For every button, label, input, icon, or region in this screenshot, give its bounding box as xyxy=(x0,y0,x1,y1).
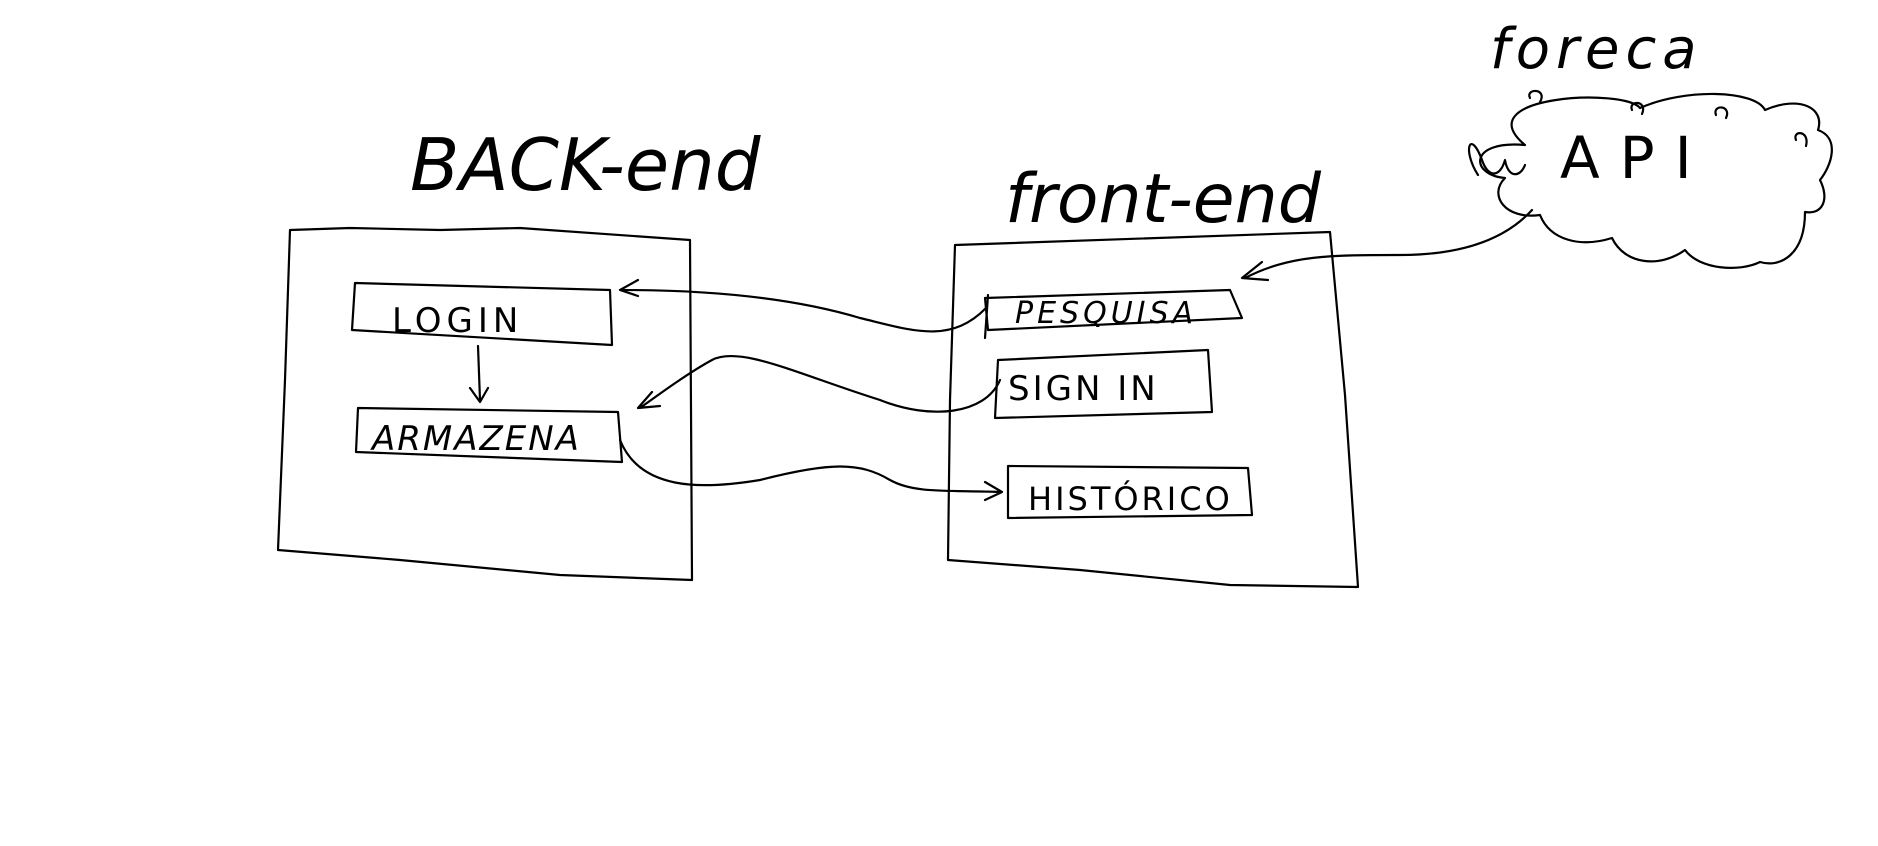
foreca-api-group: foreca API xyxy=(1467,17,1833,269)
pesquisa-label: PESQUISA xyxy=(1015,296,1197,331)
historico-box: HISTÓRICO xyxy=(1006,464,1254,520)
backend-container xyxy=(276,226,694,582)
connectors xyxy=(618,208,1534,502)
cloud-loop-2 xyxy=(1630,101,1645,116)
armazena-label: ARMAZENA xyxy=(370,419,581,459)
armazena-box: ARMAZENA xyxy=(354,406,624,464)
cloud-loop-3 xyxy=(1714,106,1729,120)
signin-box: SIGN IN xyxy=(993,348,1214,420)
cloud-scribble xyxy=(1467,143,1527,177)
frontend-title: front-end xyxy=(1005,160,1322,239)
login-label: LOGIN xyxy=(392,301,523,341)
frontend-container xyxy=(946,230,1360,589)
backend-group: BACK-end LOGIN ARMAZENA xyxy=(276,123,762,582)
pesquisa-to-login-arrow xyxy=(618,278,988,333)
cloud-loop-4 xyxy=(1794,132,1808,148)
pesquisa-box: PESQUISA xyxy=(983,288,1244,340)
backend-title: BACK-end xyxy=(410,123,762,207)
historico-label: HISTÓRICO xyxy=(1028,479,1233,518)
cloud-loop-1 xyxy=(1528,89,1543,104)
api-label: API xyxy=(1560,124,1712,192)
signin-label: SIGN IN xyxy=(1008,369,1159,409)
signin-to-armazena-arrow xyxy=(636,354,1002,413)
frontend-group: front-end PESQUISA SIGN IN HISTÓRICO xyxy=(946,160,1360,589)
api-cloud xyxy=(1479,92,1833,269)
login-to-armazena-arrow xyxy=(468,344,490,404)
armazena-to-historico-arrow xyxy=(618,438,1004,502)
login-box: LOGIN xyxy=(350,281,614,347)
api-to-pesquisa-arrow xyxy=(1240,208,1534,282)
foreca-label: foreca xyxy=(1490,17,1703,82)
